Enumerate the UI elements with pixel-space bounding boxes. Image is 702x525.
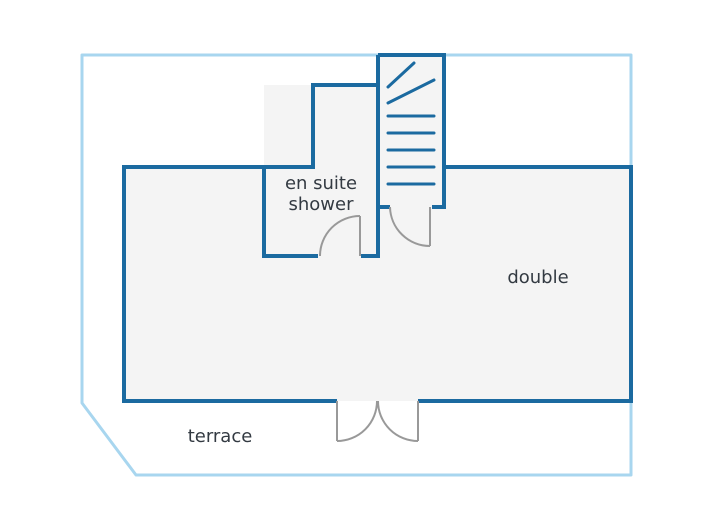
double-room-label: double bbox=[507, 267, 568, 288]
stair-tread bbox=[386, 78, 436, 105]
ensuite-label-line1: en suite bbox=[285, 173, 357, 194]
terrace-double-door bbox=[336, 400, 419, 442]
ensuite-label-line2: shower bbox=[289, 194, 355, 215]
ensuite-wall-top bbox=[264, 83, 378, 169]
stairwell-door bbox=[389, 206, 431, 247]
ensuite-door bbox=[319, 215, 361, 257]
double-room-wall-west bbox=[122, 165, 337, 403]
staircase bbox=[386, 61, 436, 186]
stair-tread bbox=[386, 61, 416, 89]
double-room-wall-east bbox=[418, 165, 633, 403]
ensuite-wall-east bbox=[361, 55, 380, 258]
terrace-boundary bbox=[80, 53, 633, 477]
ensuite-wall bbox=[262, 167, 318, 258]
stairwell-wall bbox=[378, 53, 446, 209]
terrace-label: terrace bbox=[188, 426, 253, 447]
